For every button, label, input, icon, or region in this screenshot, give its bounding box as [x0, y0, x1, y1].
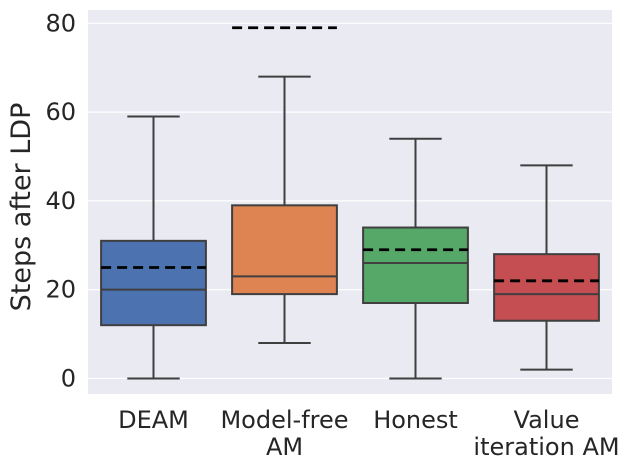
- iqr-box: [493, 253, 600, 322]
- box-series: [100, 26, 600, 380]
- iqr-box: [100, 239, 207, 327]
- y-tick-label: 40: [45, 187, 76, 215]
- x-tick-label: Model-free: [220, 406, 348, 434]
- y-tick-label: 20: [45, 276, 76, 304]
- box-group: [362, 137, 469, 380]
- box-group: [493, 164, 600, 371]
- x-tick-label: Honest: [373, 406, 458, 434]
- box-group: [231, 26, 338, 344]
- box-group: [100, 115, 207, 380]
- x-tick-label: Value: [514, 406, 580, 434]
- iqr-box: [362, 226, 469, 304]
- plot-background: [88, 10, 612, 394]
- x-tick-label: iteration AM: [473, 433, 619, 461]
- iqr-box: [231, 204, 338, 296]
- y-axis-label: Steps after LDP: [6, 103, 37, 312]
- x-tick-label: DEAM: [118, 406, 189, 434]
- y-tick-label: 60: [45, 98, 76, 126]
- y-axis-ticks: 0 20 40 60 80: [45, 9, 76, 392]
- x-tick-label: AM: [266, 433, 303, 461]
- y-tick-label: 0: [61, 364, 76, 392]
- y-tick-label: 80: [45, 9, 76, 37]
